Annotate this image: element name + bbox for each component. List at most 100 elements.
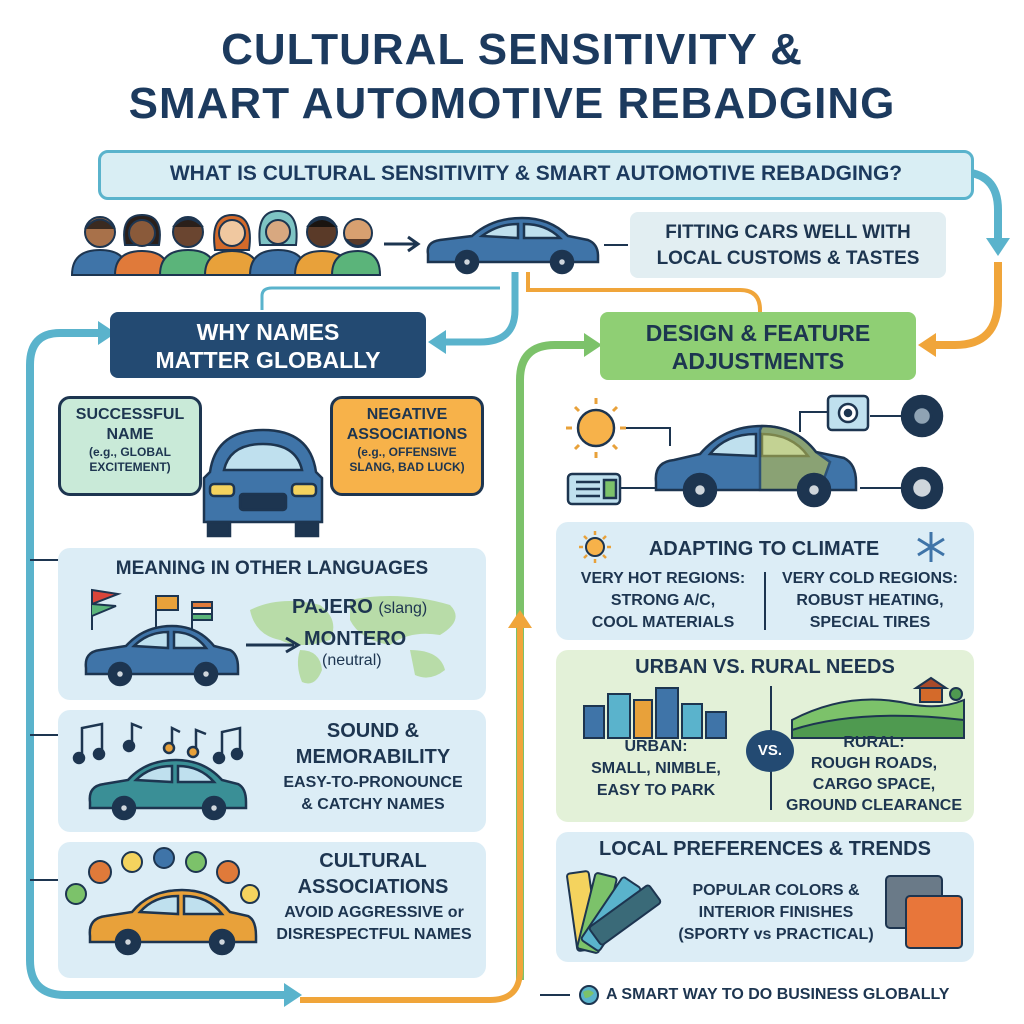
- local-line3: (SPORTY vs PRACTICAL): [678, 926, 874, 943]
- success-line2: NAME: [106, 426, 154, 443]
- negative-line2: ASSOCIATIONS: [346, 426, 468, 443]
- negative-line3: (e.g., OFFENSIVE: [357, 445, 457, 459]
- page-title: CULTURAL SENSITIVITY &: [221, 25, 803, 74]
- person-7: [330, 218, 382, 276]
- definition-connector: [604, 244, 628, 246]
- design-heading: DESIGN & FEATURE ADJUSTMENTS: [600, 312, 916, 380]
- city-skyline-icon: [583, 687, 727, 739]
- negative-associations-bubble: NEGATIVE ASSOCIATIONS (e.g., OFFENSIVE S…: [330, 396, 484, 496]
- negative-line4: SLANG, BAD LUCK): [349, 460, 465, 474]
- local-line1: POPULAR COLORS &: [692, 882, 860, 899]
- footer-tagline: A SMART WAY TO DO BUSINESS GLOBALLY: [606, 986, 950, 1003]
- cultural-description: AVOID AGGRESSIVE or DISRESPECTFUL NAMES: [262, 902, 486, 946]
- definition-box: FITTING CARS WELL WITH LOCAL CUSTOMS & T…: [630, 212, 946, 278]
- local-preferences-heading: LOCAL PREFERENCES & TRENDS: [599, 838, 931, 860]
- sound-description: EASY-TO-PRONOUNCE & CATCHY NAMES: [260, 772, 486, 816]
- name-montero: MONTERO: [304, 628, 407, 650]
- success-line3: (e.g., GLOBAL: [89, 445, 171, 459]
- cultural-heading-line1: CULTURAL: [319, 850, 427, 872]
- snowflake-icon: [917, 532, 945, 562]
- local-line2: INTERIOR FINISHES: [698, 904, 854, 921]
- urban-line3: EASY TO PARK: [596, 782, 716, 799]
- sound-heading-line2: MEMORABILITY: [295, 746, 451, 768]
- arrow-icon: [384, 235, 421, 253]
- name-montero-note: (neutral): [322, 652, 382, 669]
- climate-hot-line1: VERY HOT REGIONS:: [580, 570, 746, 587]
- car-icon: [84, 624, 240, 687]
- globe-icon: [579, 985, 599, 1005]
- urban-text: URBAN: SMALL, NIMBLE, EASY TO PARK: [566, 736, 746, 802]
- car-icon: [426, 216, 600, 275]
- sound-heading-line1: SOUND &: [326, 720, 420, 742]
- name-pajero: PAJERO (slang): [292, 596, 427, 619]
- climate-hot: VERY HOT REGIONS: STRONG A/C, COOL MATER…: [566, 568, 760, 634]
- person-2: [113, 213, 171, 276]
- design-car-illustration: [566, 394, 944, 510]
- urban-rural-heading: URBAN VS. RURAL NEEDS: [635, 656, 895, 678]
- name-pajero-label: PAJERO: [292, 596, 373, 618]
- names-heading-line2: MATTER GLOBALLY: [155, 347, 381, 373]
- world-map-icon: [250, 596, 456, 684]
- fabric-samples-icon: [885, 875, 963, 949]
- definition-line1: FITTING CARS WELL WITH: [665, 222, 911, 243]
- car-front-icon: [202, 428, 324, 538]
- person-5: [248, 209, 308, 276]
- sound-desc-line2: & CATCHY NAMES: [301, 796, 445, 813]
- design-heading-line2: ADJUSTMENTS: [671, 348, 845, 374]
- climate-divider: [764, 572, 766, 630]
- vs-badge: VS.: [746, 730, 794, 772]
- sun-icon: [566, 398, 626, 458]
- urban-line2: SMALL, NIMBLE,: [591, 760, 721, 777]
- success-line4: EXCITEMENT): [89, 460, 171, 474]
- rural-text: RURAL: ROUGH ROADS, CARGO SPACE, GROUND …: [776, 732, 972, 816]
- people-illustration: [70, 209, 382, 276]
- gear-icon: [826, 394, 870, 432]
- design-heading-line1: DESIGN & FEATURE: [645, 320, 871, 346]
- rural-line3: CARGO SPACE,: [812, 776, 936, 793]
- climate-heading: ADAPTING TO CLIMATE: [648, 538, 880, 560]
- climate-hot-line2: STRONG A/C,: [610, 592, 716, 609]
- climate-hot-line3: COOL MATERIALS: [591, 614, 735, 631]
- successful-name-bubble: SUCCESSFUL NAME (e.g., GLOBAL EXCITEMENT…: [58, 396, 202, 496]
- farm-fields-icon: [791, 676, 965, 739]
- wheel-icon: [900, 466, 944, 510]
- question-banner: WHAT IS CULTURAL SENSITIVITY & SMART AUT…: [98, 150, 974, 200]
- languages-heading: MEANING IN OTHER LANGUAGES: [115, 558, 429, 579]
- climate-cold: VERY COLD REGIONS: ROBUST HEATING, SPECI…: [770, 568, 970, 634]
- color-swatches-icon: [566, 870, 662, 954]
- rural-line1: RURAL:: [843, 734, 905, 751]
- cultural-heading: CULTURAL ASSOCIATIONS: [268, 848, 478, 900]
- car-icon: [88, 758, 248, 821]
- tire-icon: [900, 394, 944, 438]
- urban-line1: URBAN:: [624, 738, 688, 755]
- name-pajero-note: (slang): [378, 600, 428, 617]
- music-notes-icon: [72, 722, 244, 765]
- cultural-desc-line1: AVOID AGGRESSIVE or: [284, 904, 464, 921]
- symbol-bubbles-icon: [65, 847, 260, 905]
- cultural-desc-line2: DISRESPECTFUL NAMES: [276, 926, 472, 943]
- sun-icon: [579, 531, 611, 563]
- rural-line4: GROUND CLEARANCE: [786, 797, 962, 814]
- rural-line2: ROUGH ROADS,: [810, 755, 938, 772]
- climate-cold-line1: VERY COLD REGIONS:: [781, 570, 959, 587]
- negative-line1: NEGATIVE: [366, 406, 448, 423]
- local-preferences-text: POPULAR COLORS & INTERIOR FINISHES (SPOR…: [676, 880, 876, 946]
- climate-cold-line2: ROBUST HEATING,: [796, 592, 944, 609]
- flags-icon: [91, 588, 213, 630]
- success-line1: SUCCESSFUL: [75, 406, 185, 423]
- names-heading-line1: WHY NAMES: [196, 319, 340, 345]
- definition-line2: LOCAL CUSTOMS & TASTES: [656, 248, 920, 269]
- person-3: [158, 216, 218, 276]
- page-title-line2: SMART AUTOMOTIVE REBADGING: [128, 79, 896, 128]
- sound-desc-line1: EASY-TO-PRONOUNCE: [283, 774, 463, 791]
- cultural-heading-line2: ASSOCIATIONS: [297, 876, 449, 898]
- design-car-icon: [654, 424, 858, 508]
- sound-heading: SOUND & MEMORABILITY: [268, 718, 478, 770]
- climate-cold-line3: SPECIAL TIRES: [809, 614, 931, 631]
- arrow-icon: [246, 636, 301, 654]
- ac-vent-icon: [566, 472, 622, 506]
- car-icon: [88, 888, 258, 956]
- person-4: [203, 213, 261, 276]
- names-heading: WHY NAMES MATTER GLOBALLY: [110, 312, 426, 378]
